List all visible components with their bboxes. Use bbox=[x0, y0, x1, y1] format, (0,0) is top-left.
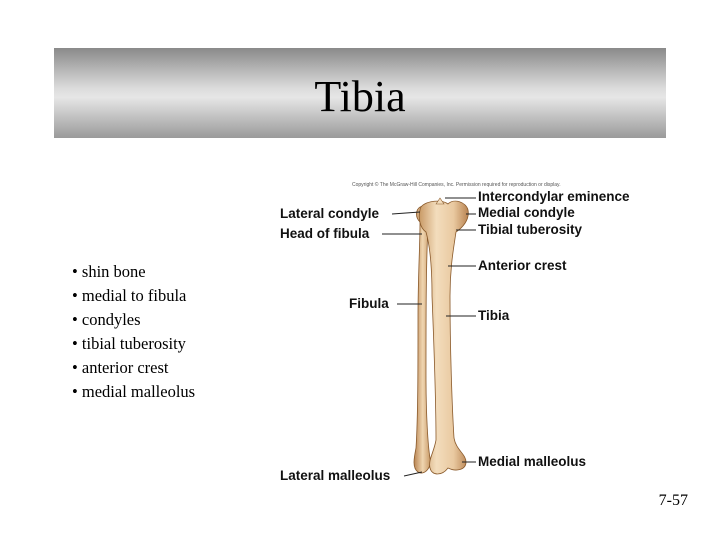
label-medial-malleolus: Medial malleolus bbox=[478, 454, 587, 469]
tibia-fibula-figure: Copyright © The McGraw-Hill Companies, I… bbox=[270, 176, 670, 488]
intercondylar-eminence bbox=[435, 197, 445, 205]
label-fibula: Fibula bbox=[349, 296, 389, 311]
bullet-item: • medial malleolus bbox=[72, 382, 196, 401]
label-tibial-tuberosity: Tibial tuberosity bbox=[478, 222, 583, 237]
bullet-item: • condyles bbox=[72, 310, 141, 329]
slide-title: Tibia bbox=[314, 71, 406, 121]
label-lateral-malleolus: Lateral malleolus bbox=[280, 468, 391, 483]
copyright-notice: Copyright © The McGraw-Hill Companies, I… bbox=[352, 182, 561, 188]
bullet-item: • shin bone bbox=[72, 262, 146, 281]
page-number: 7-57 bbox=[658, 492, 688, 509]
bullet-list: • shin bone • medial to fibula • condyle… bbox=[72, 260, 195, 404]
bullet-item: • medial to fibula bbox=[72, 286, 187, 305]
title-bar: Tibia bbox=[54, 48, 666, 138]
label-anterior-crest: Anterior crest bbox=[478, 258, 567, 273]
label-intercondylar-eminence: Intercondylar eminence bbox=[478, 189, 630, 204]
bullet-item: • tibial tuberosity bbox=[72, 334, 186, 353]
label-medial-condyle: Medial condyle bbox=[478, 205, 575, 220]
label-tibia: Tibia bbox=[478, 308, 510, 323]
bone-illustration bbox=[382, 197, 476, 477]
label-head-of-fibula: Head of fibula bbox=[280, 226, 370, 241]
bullet-item: • anterior crest bbox=[72, 358, 169, 377]
label-lateral-condyle: Lateral condyle bbox=[280, 206, 380, 221]
